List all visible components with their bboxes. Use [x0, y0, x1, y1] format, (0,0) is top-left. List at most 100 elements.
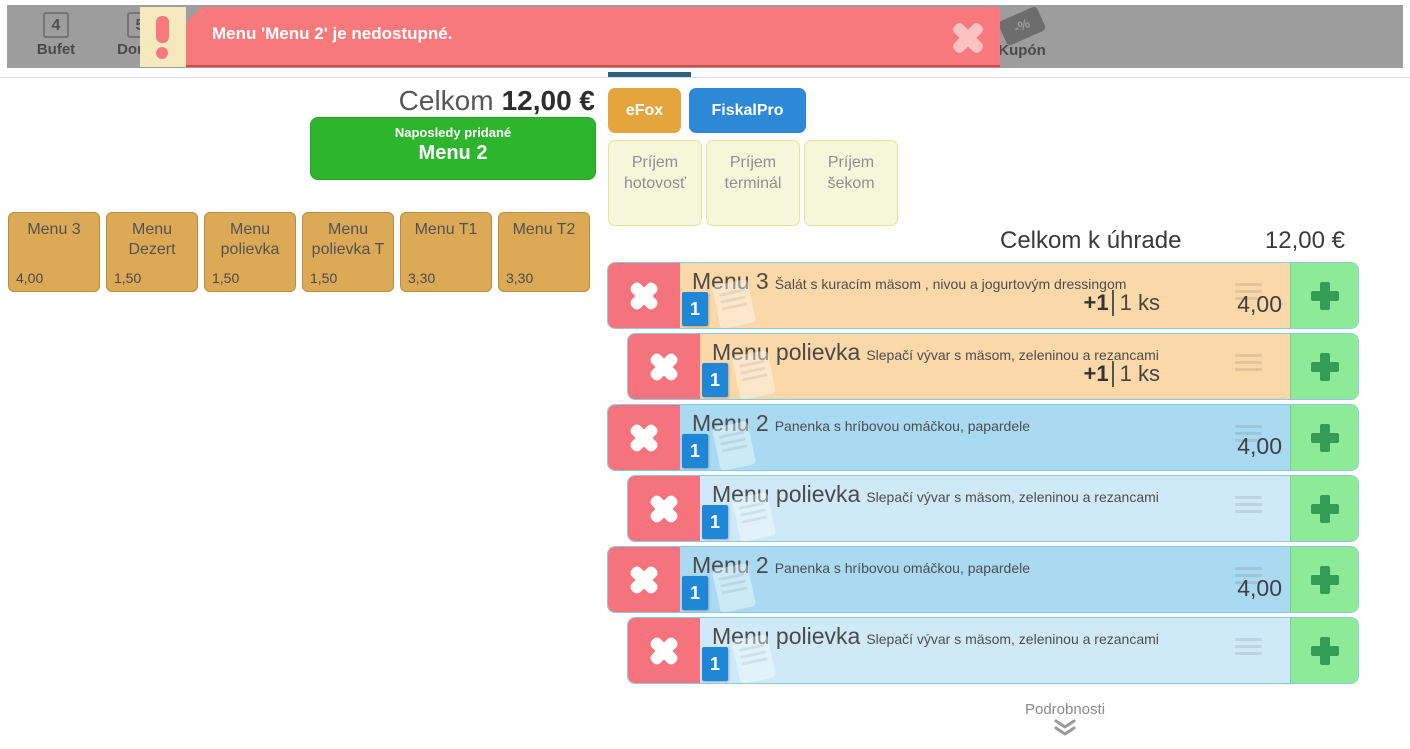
menu-tile[interactable]: Menu Dezert 1,50 [106, 212, 198, 292]
toolbar-item-label: Kupón [998, 42, 1046, 59]
order-item-body[interactable]: Menu polievka Slepačí vývar s mäsom, zele… [700, 476, 1290, 541]
details-label: Podrobnosti [1024, 701, 1106, 718]
top-toolbar: 4 Bufet 5 Donáš -% Kupón Menu 'Menu 2' j… [7, 5, 1403, 68]
drag-handle-icon[interactable] [1235, 495, 1262, 516]
quantity-unit: 1 ks [1119, 361, 1160, 386]
quantity-delta: +1 [1083, 290, 1109, 315]
details-toggle[interactable]: Podrobnosti [910, 701, 1220, 742]
active-tab-indicator [608, 72, 691, 77]
delete-item-button[interactable] [628, 334, 700, 399]
summary-label: Celkom [398, 85, 494, 116]
add-item-button[interactable] [1290, 476, 1358, 541]
notification-accent-stripe [140, 7, 186, 67]
menu-tile-name: Menu Dezert [128, 221, 176, 258]
last-added-button[interactable]: Naposledy pridané Menu 2 [310, 117, 596, 180]
order-item-description: Slepačí vývar s mäsom, zeleninou a rezan… [866, 631, 1159, 647]
order-item-price: 4,00 [1237, 575, 1282, 601]
printer-button[interactable]: eFox [608, 88, 681, 133]
add-item-button[interactable] [1290, 547, 1358, 612]
plus-icon [1310, 423, 1339, 452]
order-item-name: Menu 2 [692, 410, 769, 436]
notification-body [186, 7, 1000, 67]
payment-method-button[interactable]: Príjem hotovosť [608, 140, 702, 226]
menu-tile[interactable]: Menu polievka T 1,50 [302, 212, 394, 292]
quantity-separator [1111, 361, 1114, 387]
order-item-body[interactable]: Menu 2 Panenka s hríbovou omáčkou, papard… [680, 547, 1290, 612]
drag-handle-icon[interactable] [1235, 353, 1262, 374]
order-item-row: Menu 2 Panenka s hríbovou omáčkou, papard… [607, 546, 1359, 613]
order-item-body[interactable]: Menu 2 Panenka s hríbovou omáčkou, papard… [680, 405, 1290, 470]
menu-tile-price: 1,50 [212, 270, 240, 286]
printer-button[interactable]: FiskalPro [689, 88, 806, 133]
drag-handle-icon[interactable] [1235, 566, 1262, 587]
add-item-button[interactable] [1290, 405, 1358, 470]
last-added-caption: Naposledy pridané [394, 125, 512, 140]
close-icon[interactable] [950, 20, 986, 56]
add-item-button[interactable] [1290, 263, 1358, 328]
menu-tile-price: 1,50 [310, 270, 338, 286]
drag-handle-icon[interactable] [1235, 637, 1262, 658]
x-icon [621, 557, 666, 602]
delete-item-button[interactable] [628, 618, 700, 683]
chevron-double-down-icon [910, 719, 1220, 742]
order-item-description: Panenka s hríbovou omáčkou, papardele [774, 560, 1030, 576]
quantity-badge: 1 [702, 647, 728, 681]
notification-text: Menu 'Menu 2' je nedostupné. [212, 24, 453, 43]
x-icon [641, 344, 686, 389]
delete-item-button[interactable] [628, 476, 700, 541]
menu-tile-price: 4,00 [16, 270, 44, 286]
plus-icon [1310, 565, 1339, 594]
menu-tile[interactable]: Menu T2 3,30 [498, 212, 590, 292]
delete-item-button[interactable] [608, 263, 680, 328]
exclamation-icon [156, 16, 169, 59]
menu-tile-name: Menu T1 [414, 221, 478, 238]
menu-tile-price: 3,30 [506, 270, 534, 286]
toolbar-item-label: Bufet [36, 41, 76, 58]
payment-method-button[interactable]: Príjem terminál [706, 140, 800, 226]
x-icon [641, 486, 686, 531]
toolbar-item-kupon[interactable]: -% Kupón [982, 5, 1062, 59]
quantity-badge: 1 [682, 434, 708, 468]
order-total-amount: 12,00 € [1264, 227, 1345, 254]
menu-tile[interactable]: Menu polievka 1,50 [204, 212, 296, 292]
quantity-separator [1111, 290, 1114, 316]
order-item-price: 4,00 [1237, 291, 1282, 317]
order-item-name: Menu 2 [692, 552, 769, 578]
quantity-badge: 1 [702, 363, 728, 397]
toolbar-item[interactable]: 4 Bufet [21, 12, 91, 58]
menu-tile[interactable]: Menu 3 4,00 [8, 212, 100, 292]
plus-icon [1310, 281, 1339, 310]
order-item-name: Menu polievka [712, 481, 861, 507]
quantity-change: +1 1 ks [1084, 361, 1160, 387]
drag-handle-icon[interactable] [1235, 282, 1262, 303]
menu-tile-row: Menu 3 4,00 Menu Dezert 1,50 Menu poliev… [8, 212, 590, 292]
plus-icon [1310, 494, 1339, 523]
order-item-description: Slepačí vývar s mäsom, zeleninou a rezan… [866, 489, 1159, 505]
add-item-button[interactable] [1290, 334, 1358, 399]
order-item-description: Panenka s hríbovou omáčkou, papardele [774, 418, 1030, 434]
add-item-button[interactable] [1290, 618, 1358, 683]
plus-icon [1310, 636, 1339, 665]
menu-tile-name: Menu 3 [27, 221, 81, 238]
order-item-row: Menu polievka Slepačí vývar s mäsom, zele… [627, 475, 1359, 542]
delete-item-button[interactable] [608, 405, 680, 470]
menu-tile-price: 1,50 [114, 270, 142, 286]
menu-tile[interactable]: Menu T1 3,30 [400, 212, 492, 292]
order-item-row: Menu 2 Panenka s hríbovou omáčkou, papard… [607, 404, 1359, 471]
menu-tile-name: Menu polievka [220, 221, 280, 258]
payment-method-button[interactable]: Príjem šekom [804, 140, 898, 226]
coupon-percent-icon: -% [997, 5, 1047, 47]
drag-handle-icon[interactable] [1235, 424, 1262, 445]
quantity-badge: 1 [682, 576, 708, 610]
quantity-badge: 1 [702, 505, 728, 539]
quantity-unit: 1 ks [1119, 290, 1160, 315]
notification-banner: Menu 'Menu 2' je nedostupné. [140, 7, 1000, 67]
delete-item-button[interactable] [608, 547, 680, 612]
